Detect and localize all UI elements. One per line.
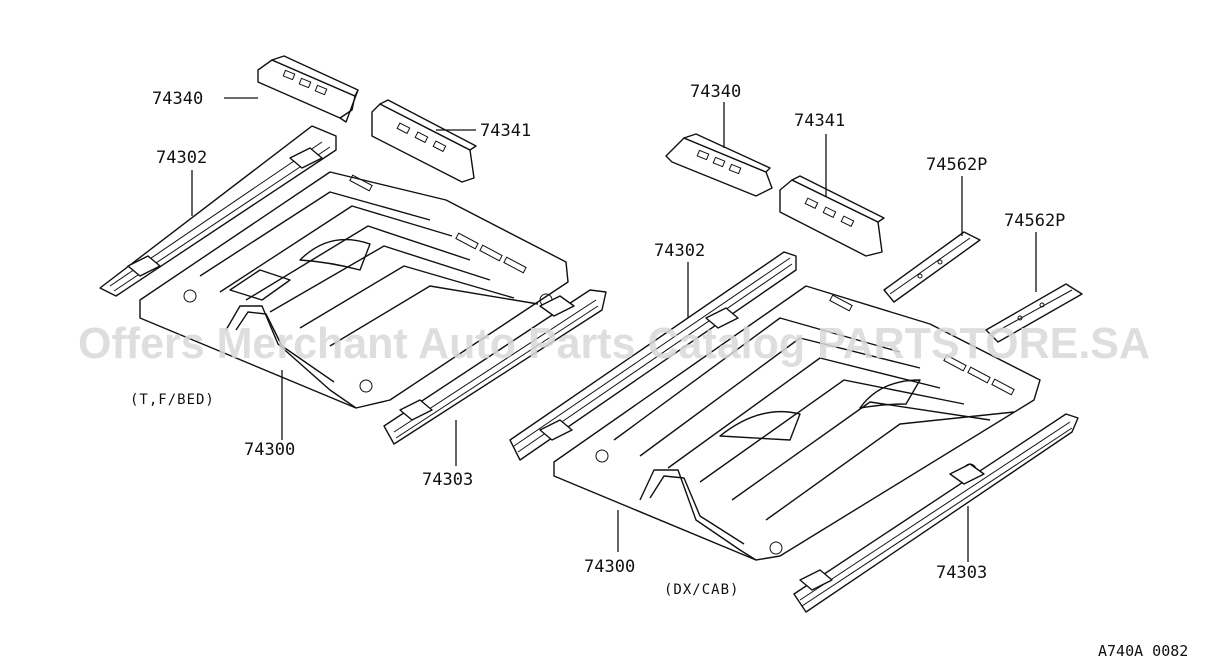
left-label-74341: 74341 bbox=[480, 121, 531, 141]
right-label-74303: 74303 bbox=[936, 563, 987, 583]
right-cross-member-front-part[interactable] bbox=[665, 133, 773, 197]
left-label-74302: 74302 bbox=[156, 148, 207, 168]
watermark-text: Offers Merchant Auto Parts Catalog PARTS… bbox=[78, 319, 1150, 368]
right-floor-panel-part[interactable] bbox=[553, 285, 1041, 561]
right-assembly: 74340 74341 74562P 74562P 74302 74300 (D… bbox=[509, 82, 1083, 613]
left-assembly: 74340 74341 74302 (T,F/BED) 74300 74303 bbox=[99, 55, 607, 490]
right-label-74340: 74340 bbox=[690, 82, 741, 102]
right-label-74562p-b: 74562P bbox=[1004, 211, 1065, 231]
right-label-74302: 74302 bbox=[654, 241, 705, 261]
left-side-member-inner-part[interactable] bbox=[99, 125, 337, 297]
left-label-74340: 74340 bbox=[152, 89, 203, 109]
left-cross-member-rear-part[interactable] bbox=[371, 99, 477, 183]
right-label-74341: 74341 bbox=[794, 111, 845, 131]
right-cross-member-rear-part[interactable] bbox=[779, 175, 885, 257]
diagram-code: A740A 0082 bbox=[1098, 642, 1188, 660]
left-cross-member-front-part[interactable] bbox=[257, 55, 359, 123]
left-label-74300: 74300 bbox=[244, 440, 295, 460]
right-label-74300: 74300 bbox=[584, 557, 635, 577]
left-floor-panel-part[interactable] bbox=[139, 171, 569, 409]
left-variant-note: (T,F/BED) bbox=[130, 392, 215, 408]
right-side-member-outer-part[interactable] bbox=[793, 413, 1079, 613]
right-label-74562p-a: 74562P bbox=[926, 155, 987, 175]
left-side-member-outer-part[interactable] bbox=[383, 289, 607, 445]
right-reinforcement-a-part[interactable] bbox=[883, 231, 981, 303]
right-reinforcement-b-part[interactable] bbox=[985, 283, 1083, 343]
left-label-74303: 74303 bbox=[422, 470, 473, 490]
right-variant-note: (DX/CAB) bbox=[664, 582, 739, 598]
right-side-member-inner-part[interactable] bbox=[509, 251, 797, 461]
